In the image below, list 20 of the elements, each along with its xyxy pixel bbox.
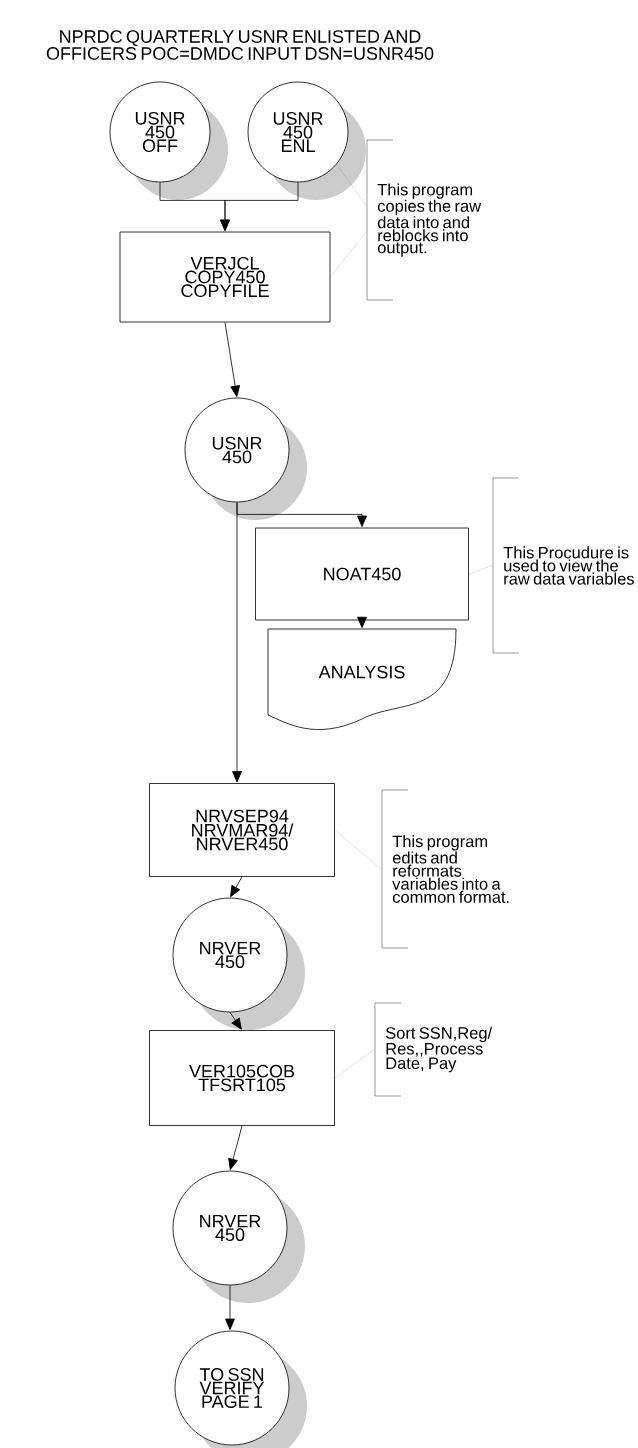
arrow — [224, 322, 240, 397]
arrow — [220, 182, 299, 231]
title: NPRDC QUARTERLY USNR ENLISTED AND OFFICERS POC=DMDC INPUT DSN=USNR450 — [46, 30, 434, 60]
process-box: NOAT450 — [255, 527, 469, 621]
arrow — [228, 1125, 243, 1170]
process-box: NRVSEP94 NRVMAR94/ NRVER450 — [149, 783, 335, 877]
arrow — [230, 876, 243, 898]
leader-line — [468, 565, 493, 575]
arrow — [229, 1012, 242, 1030]
process-box: VERJCL COPY450 COPYFILE — [119, 231, 331, 323]
arrow — [357, 616, 367, 629]
annotation-bracket: Sort SSN,Reg/ Res,,Process Date, Pay — [374, 1002, 493, 1097]
leader-line — [334, 829, 382, 870]
annotation-bracket: This Procudure is used to view the raw data variables — [492, 477, 634, 654]
leader-line — [334, 1049, 375, 1079]
arrow — [232, 502, 242, 783]
annotation-bracket: This program edits and reformats variables into a common format. — [381, 789, 509, 949]
process-box: VER105COB TFSRT105 — [149, 1030, 335, 1126]
arrow — [225, 1285, 235, 1330]
annotation-bracket: This program copies the raw data into and reblocks into output. — [366, 139, 482, 301]
